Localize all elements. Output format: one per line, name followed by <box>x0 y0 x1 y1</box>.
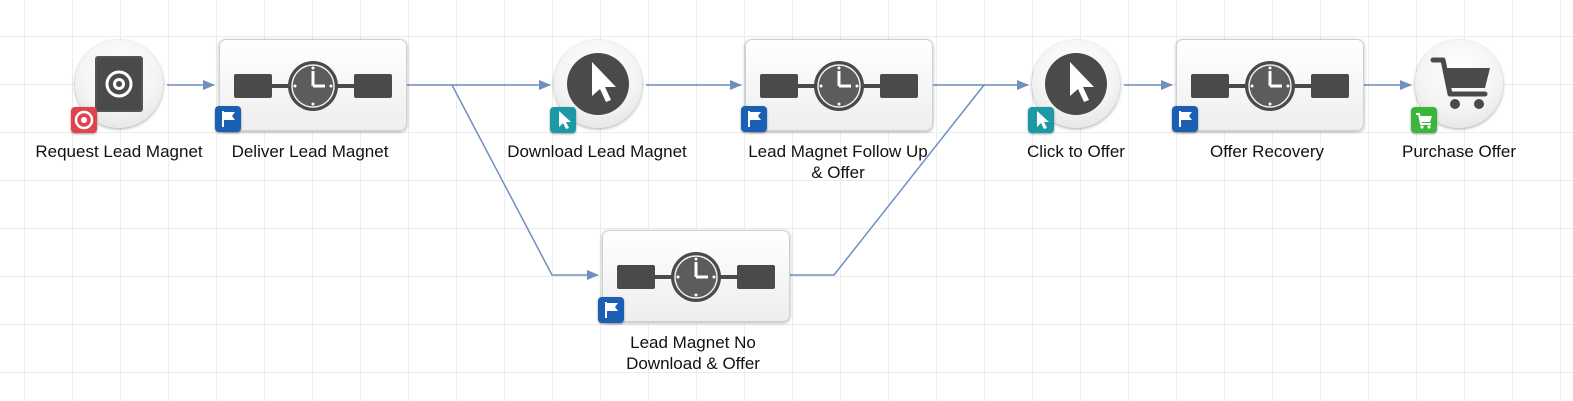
cursor-icon <box>567 53 629 115</box>
flag-badge-icon <box>741 106 767 132</box>
timer-icon <box>1191 61 1349 111</box>
node-label: Click to Offer <box>1027 142 1125 161</box>
connector-deliver-to-no-download[interactable] <box>451 84 599 280</box>
node-label: Request Lead Magnet <box>35 142 203 161</box>
cursor-icon <box>1045 53 1107 115</box>
timer-icon <box>760 61 918 111</box>
node-label: Purchase Offer <box>1401 142 1517 161</box>
click-badge-icon <box>1028 107 1054 133</box>
node-box[interactable] <box>1176 39 1364 131</box>
target-icon <box>95 56 143 112</box>
node-label: Offer Recovery <box>1209 142 1324 161</box>
timer-icon <box>234 61 392 111</box>
cart-badge-icon <box>1411 107 1437 133</box>
node-label: Deliver Lead Magnet <box>231 142 389 161</box>
flag-badge-icon <box>215 106 241 132</box>
node-box[interactable] <box>745 39 933 131</box>
node-circle[interactable] <box>1415 40 1503 128</box>
node-label: Download Lead Magnet <box>507 142 687 161</box>
flag-badge-icon <box>598 297 624 323</box>
connector-no-download-to-click[interactable] <box>790 84 985 276</box>
click-badge-icon <box>550 107 576 133</box>
node-label: Lead Magnet No Download & Offer <box>626 333 760 373</box>
cart-icon <box>1430 57 1490 109</box>
target-badge-icon <box>71 107 97 133</box>
node-box[interactable] <box>602 230 790 322</box>
node-label: Lead Magnet Follow Up & Offer <box>748 142 928 182</box>
flag-badge-icon <box>1172 106 1198 132</box>
timer-icon <box>617 252 775 302</box>
node-box[interactable] <box>219 39 407 131</box>
